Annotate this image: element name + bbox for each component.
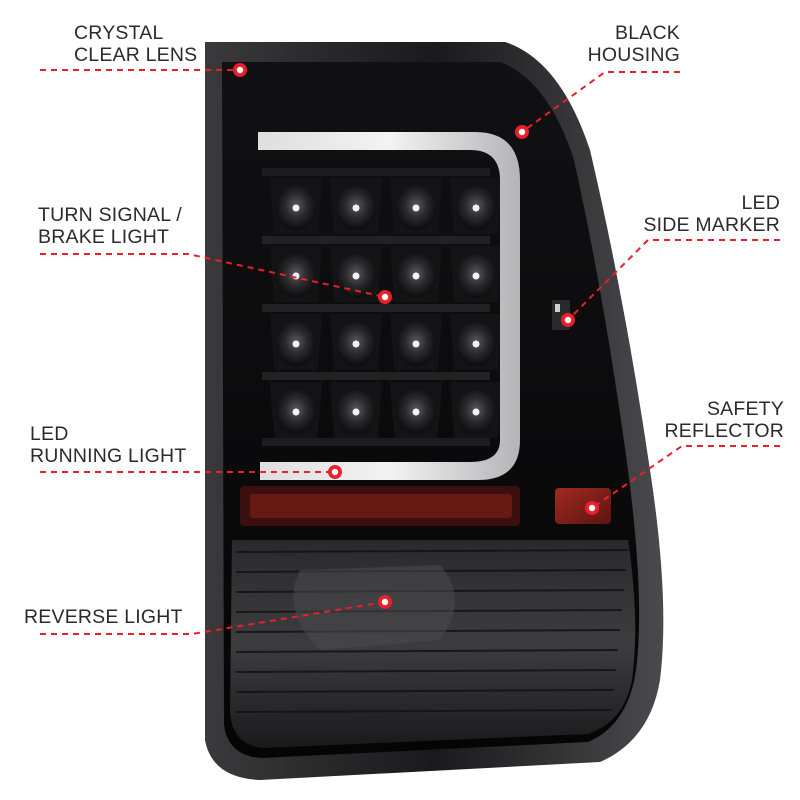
led-cell [390,246,442,302]
label-line: CRYSTAL [74,22,164,44]
label-line: LED [741,192,780,214]
label-line: HOUSING [587,44,680,66]
led-cell [330,178,382,234]
label-line: SAFETY [706,398,784,420]
led-cell [450,382,502,438]
label-line: LED [30,423,69,445]
label-safety-reflector: SAFETY REFLECTOR [664,398,784,442]
label-line: BRAKE LIGHT [38,226,170,248]
safety-reflector [555,488,611,524]
callout-line [567,239,780,321]
led-cell [270,178,322,234]
label-led-running-light: LED RUNNING LIGHT [30,423,186,467]
label-line: REFLECTOR [664,420,784,442]
led-cell [450,314,502,370]
label-led-side-marker: LED SIDE MARKER [643,192,780,236]
label-line: TURN SIGNAL / [38,204,182,226]
led-grid [262,168,502,446]
led-cell [390,382,442,438]
callout-line [40,253,386,298]
led-cell [330,382,382,438]
label-line: CLEAR LENS [74,44,198,66]
led-cell [390,178,442,234]
led-cell [330,314,382,370]
led-cell [390,314,442,370]
led-cell [450,246,502,302]
led-cell [270,382,322,438]
led-cell [330,246,382,302]
label-black-housing: BLACK HOUSING [588,22,680,66]
led-cell [450,178,502,234]
callout-line [591,445,780,509]
label-crystal-clear-lens: CRYSTAL CLEAR LENS [74,22,197,66]
led-cell [270,246,322,302]
label-reverse-light: REVERSE LIGHT [24,606,183,628]
led-cell [270,314,322,370]
callout-line [521,71,680,133]
label-line: SIDE MARKER [643,214,780,236]
label-line: REVERSE LIGHT [24,606,183,628]
label-line: RUNNING LIGHT [30,445,187,467]
callout-lines [40,63,780,635]
label-line: BLACK [615,22,680,44]
label-turn-signal-brake: TURN SIGNAL / BRAKE LIGHT [38,204,182,248]
